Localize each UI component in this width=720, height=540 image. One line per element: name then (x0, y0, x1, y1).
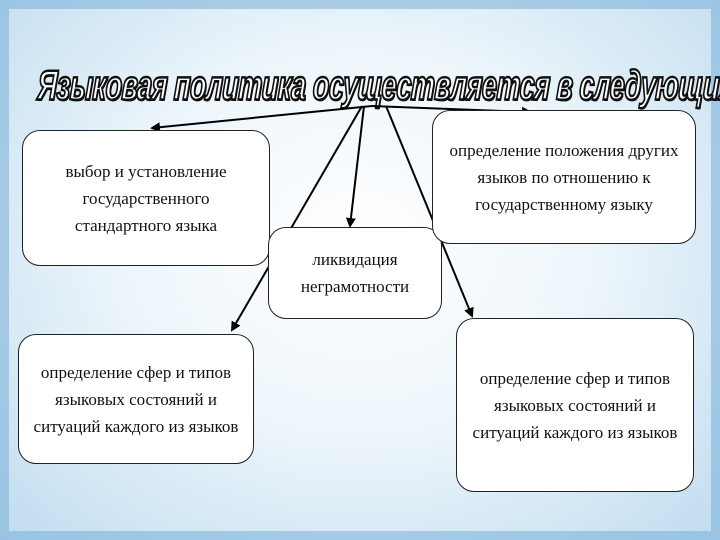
arrow-to-illiteracy (345, 105, 365, 228)
box-other-languages-text: определение положения других языков по о… (449, 140, 679, 214)
arrow-to-standard-language (150, 105, 373, 133)
box-spheres-left-text: определение сфер и типов языковых состоя… (33, 362, 239, 436)
arrow-to-spheres-left (230, 105, 363, 332)
box-standard-language-text: выбор и установление государственного ст… (65, 161, 227, 235)
box-spheres-right-text: определение сфер и типов языковых состоя… (472, 368, 678, 442)
box-illiteracy: ликвидация неграмотности (268, 227, 442, 319)
box-spheres-right: определение сфер и типов языковых состоя… (456, 318, 694, 492)
box-standard-language: выбор и установление государственного ст… (22, 130, 270, 266)
arrow-to-spheres-right (385, 105, 474, 318)
box-spheres-left: определение сфер и типов языковых состоя… (18, 334, 254, 464)
box-illiteracy-text: ликвидация неграмотности (300, 250, 410, 296)
box-other-languages: определение положения других языков по о… (432, 110, 696, 244)
